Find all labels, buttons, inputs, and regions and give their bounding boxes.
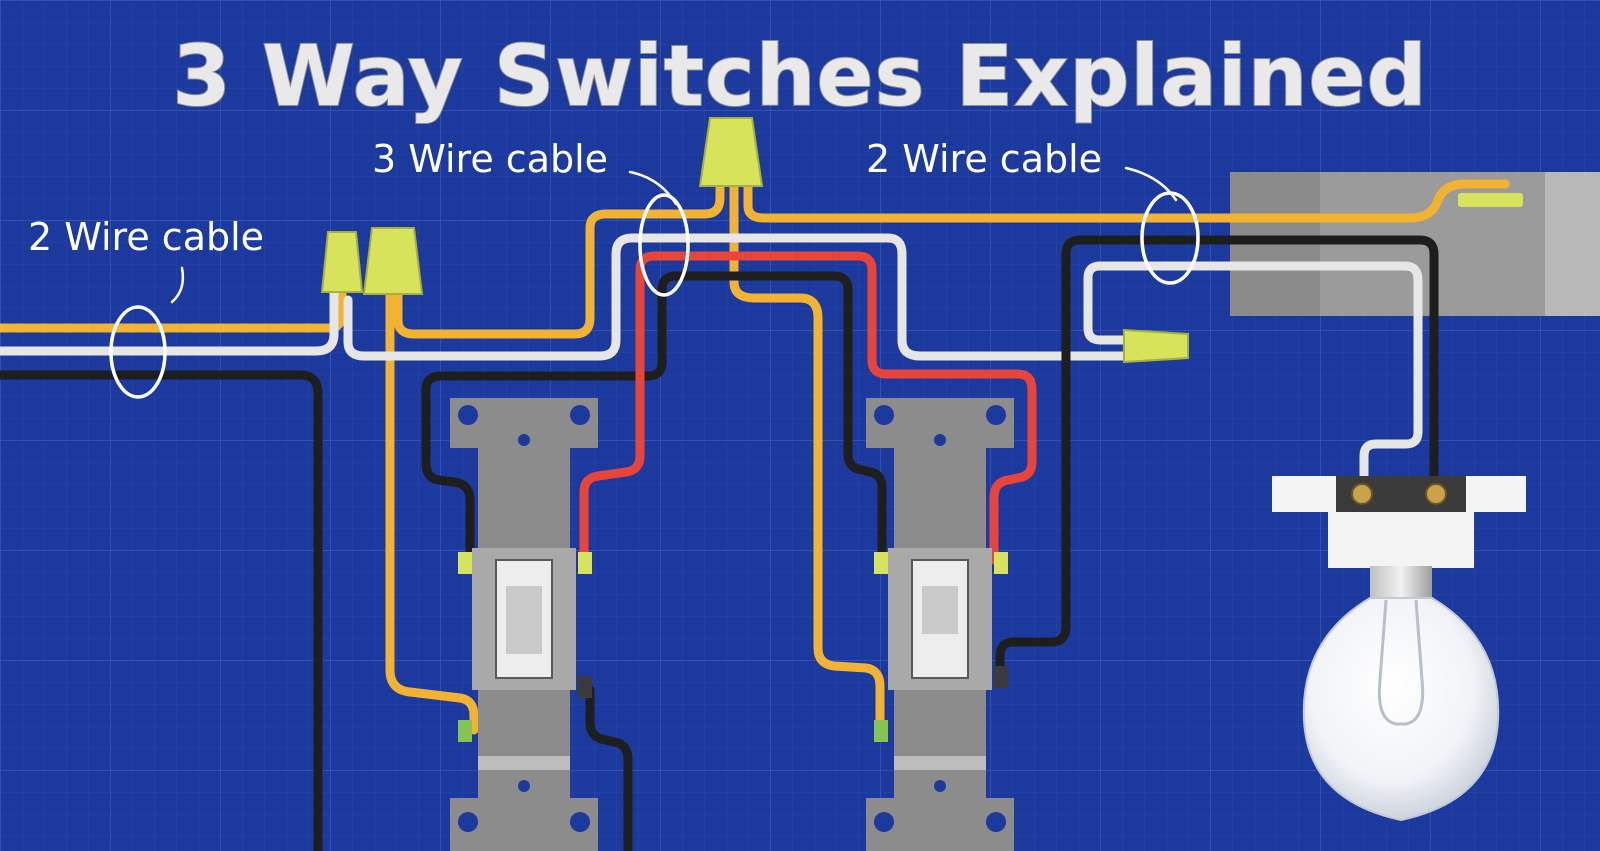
traveler-wire — [579, 251, 1037, 565]
middle-cable-label: 3 Wire cable — [372, 137, 608, 181]
terminal-screw-icon — [578, 552, 592, 574]
wire-nut-icon — [320, 231, 364, 293]
wire-nut-group-left — [320, 227, 424, 295]
terminal-screw-icon — [874, 552, 888, 574]
wire-nut-icon — [698, 117, 764, 187]
terminal-screw-icon — [994, 552, 1008, 574]
label-leaders — [170, 166, 1178, 304]
socket-base — [1328, 512, 1474, 568]
middle-cable-ring — [638, 193, 690, 297]
light-bulb-icon — [1302, 597, 1500, 822]
terminal-screw-icon — [578, 676, 592, 698]
terminal-screw-icon — [994, 666, 1008, 688]
switch-1 — [450, 398, 598, 851]
terminal-screw-icon — [1351, 483, 1373, 505]
ground-screw-icon — [458, 720, 472, 742]
hot-wires — [0, 235, 1439, 851]
left-cable-ring — [109, 305, 167, 399]
switch-2 — [866, 398, 1014, 851]
wire-nut-group-middle — [698, 117, 764, 187]
wire-nut-group-right — [1123, 328, 1189, 364]
diagram-title: 3 Way Switches Explained — [172, 27, 1427, 125]
terminal-screw-icon — [458, 552, 472, 574]
wire-nut-icon — [1123, 328, 1189, 364]
ceiling-clip — [1458, 193, 1523, 207]
ground-screw-icon — [874, 720, 888, 742]
terminal-screw-icon — [1425, 483, 1447, 505]
left-cable-label: 2 Wire cable — [28, 215, 264, 259]
right-cable-label: 2 Wire cable — [866, 137, 1102, 181]
bulb-screw-base — [1370, 566, 1432, 600]
neutral-wires — [0, 233, 1423, 497]
bulb-filament-stem — [1377, 599, 1425, 726]
light-fixture — [1272, 476, 1526, 822]
wire-nut-icon — [362, 227, 424, 295]
ground-wires — [0, 179, 1510, 735]
